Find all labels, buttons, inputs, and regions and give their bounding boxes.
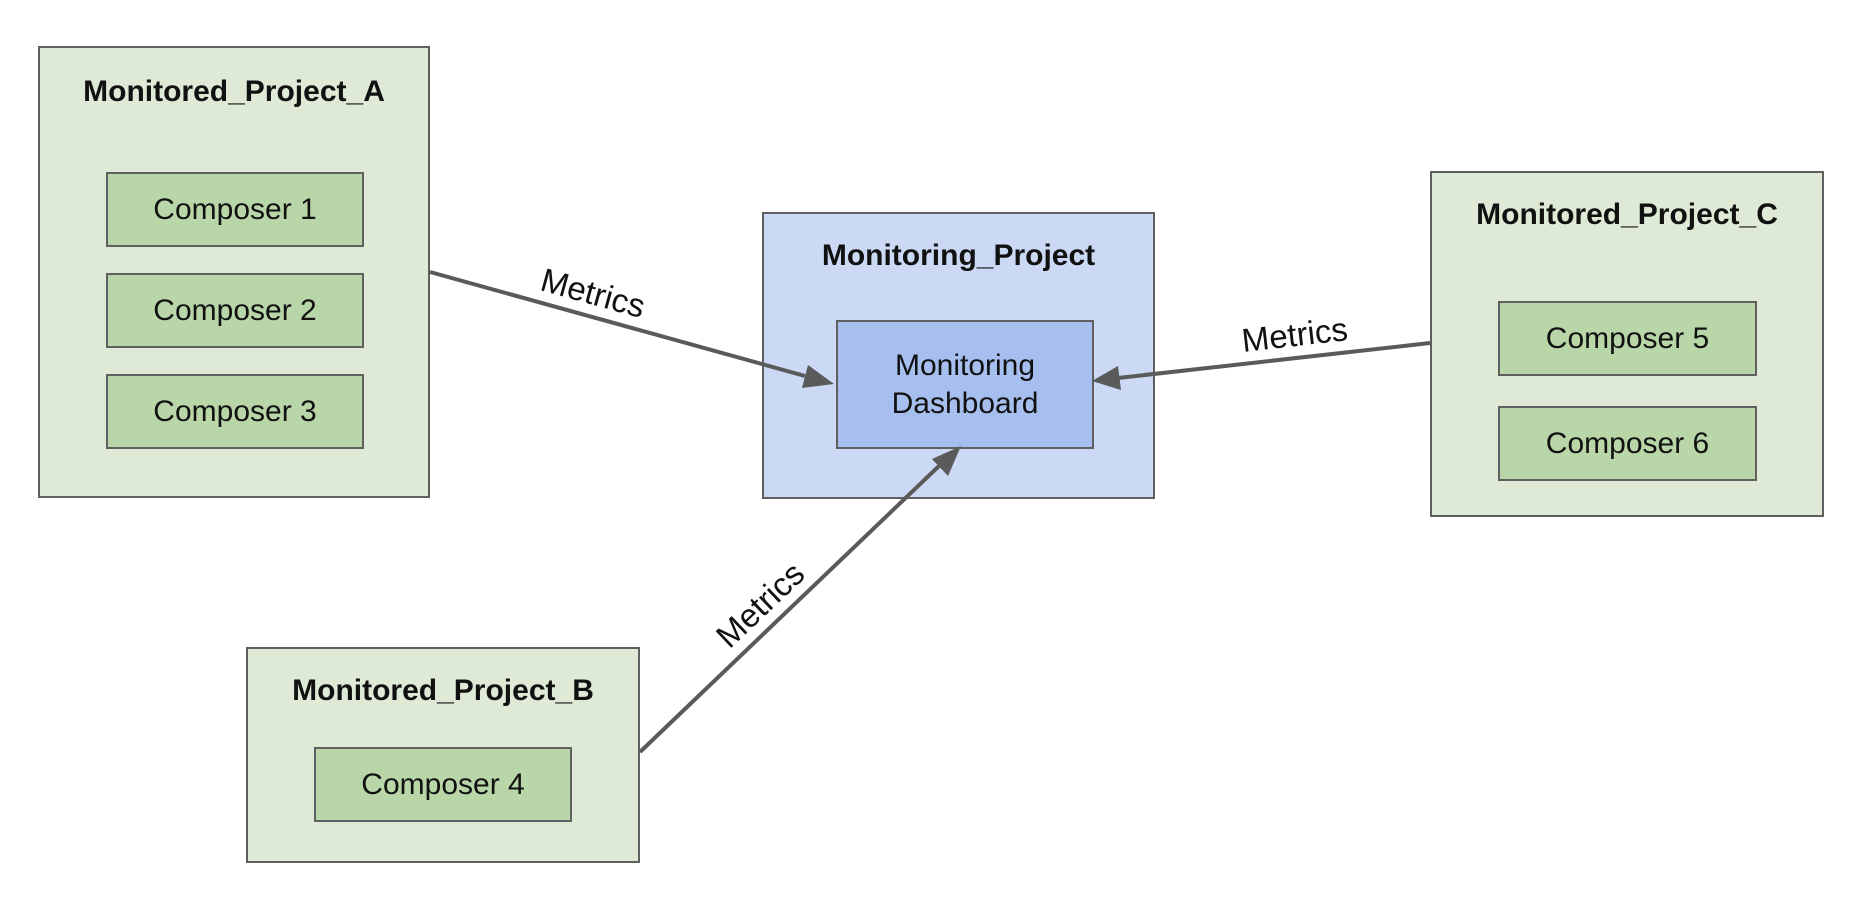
node-composer-1: Composer 1 [106,172,364,247]
node-label: Composer 2 [153,293,317,327]
node-label: Composer 5 [1545,321,1710,355]
node-label: Composer 1 [153,192,317,226]
group-title: Monitoring_Project [821,239,1096,272]
node-monitoring-dashboard: Monitoring Dashboard [836,320,1094,449]
edge-project-a-to-dashboard: Metrics [429,261,834,388]
node-label: Composer 6 [1545,426,1710,460]
node-composer-2: Composer 2 [106,273,364,348]
group-monitored-project-c: Monitored_Project_C Composer 5 Composer … [1430,171,1824,517]
node-composer-6: Composer 6 [1498,406,1757,481]
arrowhead-icon [802,365,834,388]
group-title: Monitored_Project_A [83,75,385,108]
edge-label-metrics: Metrics [1240,310,1350,359]
group-title: Monitored_Project_C [1476,198,1778,231]
edge-project-c-to-dashboard: Metrics [1092,310,1431,390]
arrowhead-icon [1092,366,1121,390]
group-title: Monitored_Project_B [292,674,594,707]
group-monitored-project-a: Monitored_Project_A Composer 1 Composer … [38,46,430,498]
edge-project-b-to-dashboard: Metrics [638,446,961,754]
group-monitored-project-b: Monitored_Project_B Composer 4 [246,647,640,863]
node-label-line-2: Dashboard [891,386,1039,420]
node-composer-3: Composer 3 [106,374,364,449]
node-composer-4: Composer 4 [314,747,572,822]
node-label: Composer 4 [361,767,525,801]
arrowhead-icon [932,446,961,476]
node-composer-5: Composer 5 [1498,301,1757,376]
node-label: Composer 3 [153,394,317,428]
node-label-line-1: Monitoring [894,348,1036,382]
